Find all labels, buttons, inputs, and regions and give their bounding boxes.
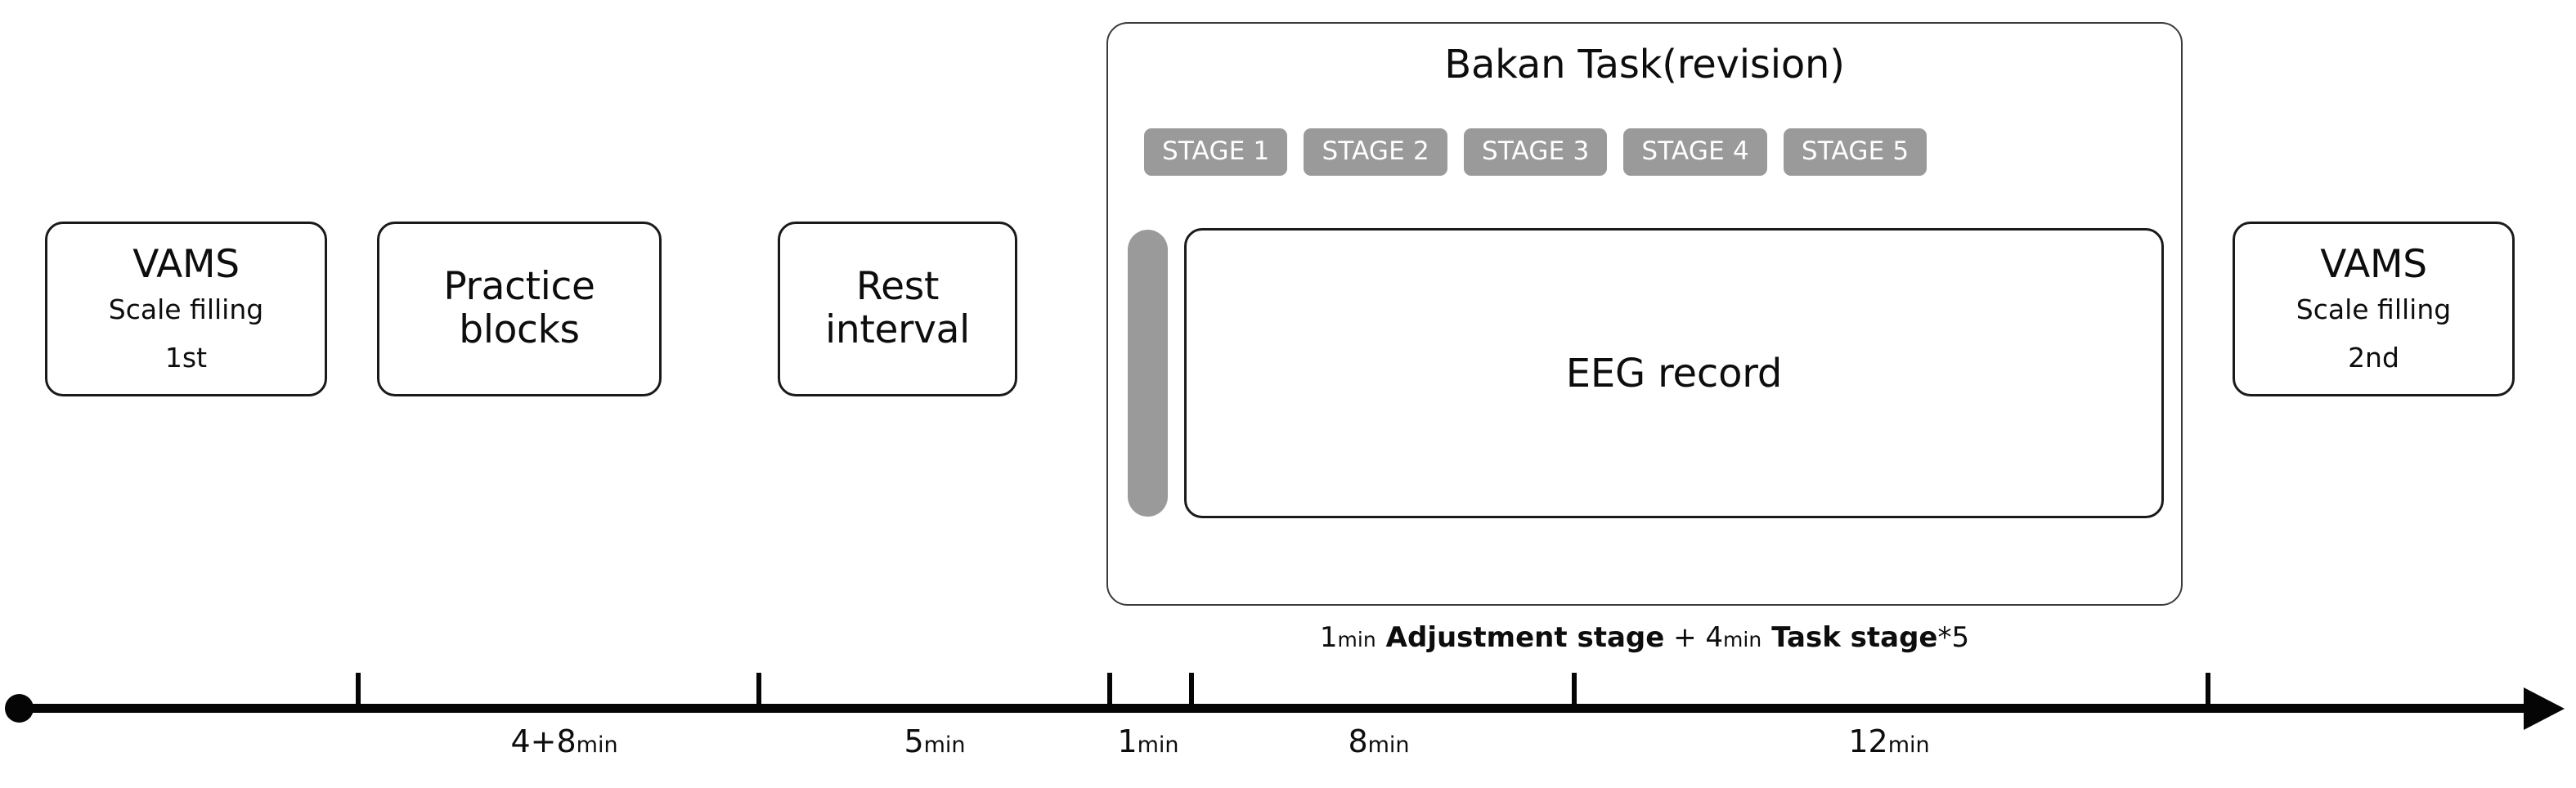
stage-badge-2[interactable]: STAGE 2 <box>1304 128 1447 176</box>
composition-plus-sign: + <box>1664 621 1706 654</box>
stage-badge-4[interactable]: STAGE 4 <box>1623 128 1767 176</box>
stage-badge-list: STAGE 1 STAGE 2 STAGE 3 STAGE 4 STAGE 5 <box>1126 128 2166 176</box>
timeline-tick-4 <box>1189 673 1194 708</box>
eeg-record-label: EEG record <box>1565 350 1783 396</box>
task-duration-number: 4 <box>1705 621 1724 654</box>
adjust-stage-label: Adjustment stage <box>1385 621 1665 654</box>
phase-title-practice-line2: blocks <box>459 307 580 352</box>
task-repeat-count: *5 <box>1937 621 1970 654</box>
timeline-axis-line <box>19 704 2535 713</box>
timeline-tick-1 <box>356 673 361 708</box>
timeline-tick-5 <box>1572 673 1577 708</box>
phase-ordinal-vams-second: 2nd <box>2348 342 2399 374</box>
phase-title-rest-line1: Rest <box>855 264 940 310</box>
timeline-label-practice: 4+8min <box>510 723 618 759</box>
phase-ordinal-vams-first: 1st <box>164 342 208 374</box>
phase-subtitle-vams-second: Scale filling <box>2296 293 2452 325</box>
timeline-label-task-first: 8min <box>1348 723 1410 759</box>
adjustment-stage-bar <box>1128 230 1168 517</box>
phase-box-practice-blocks: Practice blocks <box>377 222 662 396</box>
phase-subtitle-vams-first: Scale filling <box>108 293 264 325</box>
timeline-arrow-head-icon <box>2524 687 2565 730</box>
task-duration-unit: min <box>1723 628 1762 651</box>
timeline-tick-3 <box>1107 673 1112 708</box>
stage-badge-5[interactable]: STAGE 5 <box>1783 128 1928 176</box>
phase-box-vams-first: VAMS Scale filling 1st <box>45 222 327 396</box>
phase-title-vams-second: VAMS <box>2320 242 2427 288</box>
timeline-label-task-rest: 12min <box>1848 723 1930 759</box>
stage-badge-1[interactable]: STAGE 1 <box>1144 128 1288 176</box>
timeline-tick-2 <box>756 673 761 708</box>
phase-title-vams-first: VAMS <box>132 242 240 288</box>
adjust-duration-unit: min <box>1337 628 1376 651</box>
timeline-tick-6 <box>2206 673 2210 708</box>
adjust-duration-number: 1 <box>1319 621 1338 654</box>
timeline-label-adjustment: 1min <box>1117 723 1179 759</box>
phase-title-practice-line1: Practice <box>443 264 595 310</box>
task-stage-label: Task stage <box>1771 621 1938 654</box>
bakan-task-container: Bakan Task(revision) STAGE 1 STAGE 2 STA… <box>1106 22 2183 606</box>
phase-box-vams-second: VAMS Scale filling 2nd <box>2233 222 2515 396</box>
timeline-label-rest: 5min <box>904 723 966 759</box>
phase-box-rest-interval: Rest interval <box>778 222 1017 396</box>
bakan-task-title: Bakan Task(revision) <box>1444 42 1845 87</box>
phase-title-rest-line2: interval <box>825 307 970 352</box>
eeg-record-box: EEG record <box>1184 228 2164 518</box>
stage-badge-3[interactable]: STAGE 3 <box>1463 128 1608 176</box>
